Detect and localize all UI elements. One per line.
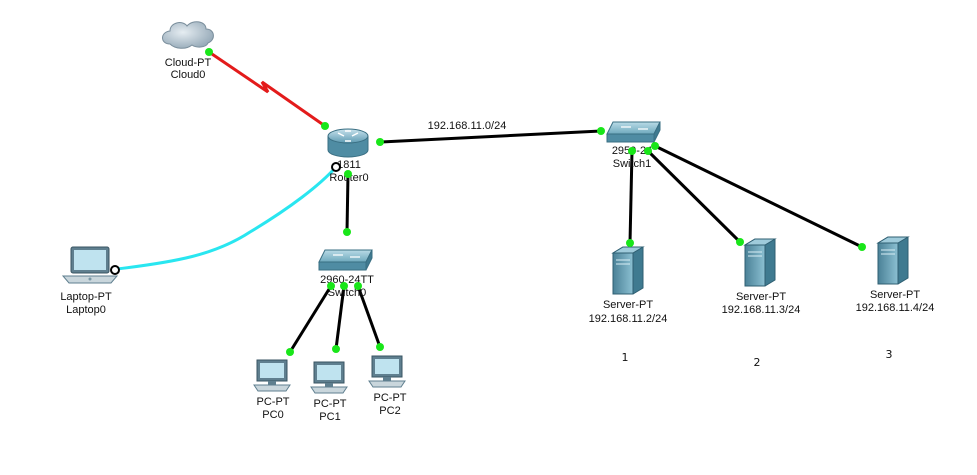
port-up-dot (628, 147, 636, 155)
ethernet-link-router-switch1[interactable] (379, 129, 602, 144)
device-ip-label: 192.168.11.3/24 (722, 304, 801, 316)
link-label-network: 192.168.11.0/24 (428, 120, 507, 132)
device-router0[interactable]: 1811 Router0 (327, 128, 369, 184)
port-up-dot (597, 127, 605, 135)
port-up-dot (321, 122, 329, 130)
switch-icon (606, 121, 661, 143)
links-layer (116, 50, 863, 353)
port-up-dot (343, 228, 351, 236)
port-up-dot (644, 147, 652, 155)
port-up-dot (286, 348, 294, 356)
device-name-label: Laptop0 (66, 304, 106, 316)
device-pc0[interactable]: PC-PT PC0 (253, 359, 291, 421)
ethernet-link-switch0-pc2[interactable] (356, 285, 382, 348)
port-up-dot (327, 282, 335, 290)
port-up-dot (736, 238, 744, 246)
port-up-dot (340, 282, 348, 290)
ethernet-link-router-switch0[interactable] (345, 173, 350, 233)
device-type-label: PC-PT (257, 396, 290, 408)
device-name-label: Switch1 (613, 158, 652, 170)
device-name-label: Router0 (329, 172, 368, 184)
device-name-label: PC2 (379, 405, 400, 417)
port-up-dot (344, 170, 352, 178)
device-name-label: PC1 (319, 411, 340, 423)
console-port-icon (331, 162, 341, 172)
port-up-dot (651, 142, 659, 150)
device-type-label: PC-PT (374, 392, 407, 404)
ethernet-link-switch1-server2[interactable] (646, 149, 742, 244)
device-type-label: 1811 (337, 159, 361, 171)
port-up-dot (376, 138, 384, 146)
device-type-label: Laptop-PT (60, 291, 112, 303)
device-type-label: Server-PT (736, 291, 786, 303)
port-up-dot (354, 282, 362, 290)
cloud-icon (162, 21, 214, 49)
device-server-2[interactable]: Server-PT 192.168.11.3/24 (722, 238, 801, 316)
device-name-label: Cloud0 (171, 69, 206, 81)
ethernet-link-switch0-pc1[interactable] (334, 285, 346, 350)
port-up-dot (626, 239, 634, 247)
device-name-label: PC0 (262, 409, 283, 421)
device-type-label: Cloud-PT (165, 57, 212, 69)
device-ip-label: 192.168.11.2/24 (589, 313, 668, 325)
device-type-label: Server-PT (603, 299, 653, 311)
annotation-number-2: 2 (754, 356, 761, 369)
device-cloud0[interactable]: Cloud-PT Cloud0 (162, 21, 214, 81)
ethernet-link-switch0-pc0[interactable] (288, 285, 333, 353)
laptop-icon (61, 246, 119, 284)
ethernet-link-switch1-server3[interactable] (654, 144, 863, 249)
ethernet-link-switch1-server1[interactable] (628, 150, 634, 244)
port-up-dot (332, 345, 340, 353)
port-up-dot (376, 343, 384, 351)
switch-icon (318, 249, 373, 271)
port-status-layer (205, 48, 866, 356)
device-server-1[interactable]: Server-PT 192.168.11.2/24 (589, 246, 668, 325)
device-name-label: Switch0 (328, 287, 367, 299)
console-port-icon (110, 265, 120, 275)
annotation-number-1: 1 (622, 351, 629, 364)
device-switch0[interactable]: 2960-24TT Switch0 (318, 249, 374, 299)
device-type-label: PC-PT (314, 398, 347, 410)
device-pc1[interactable]: PC-PT PC1 (310, 361, 348, 423)
device-pc2[interactable]: PC-PT PC2 (368, 355, 407, 417)
port-up-dot (205, 48, 213, 56)
device-ip-label: 192.168.11.4/24 (856, 302, 935, 314)
pc-icon (368, 355, 406, 388)
port-up-dot (858, 243, 866, 251)
server-icon (743, 238, 777, 287)
pc-icon (310, 361, 348, 394)
router-icon (327, 128, 369, 158)
server-icon (611, 246, 645, 295)
console-link-laptop-router[interactable] (116, 166, 338, 271)
device-type-label: Server-PT (870, 289, 920, 301)
device-laptop0[interactable]: Laptop-PT Laptop0 (60, 246, 120, 316)
serial-link-cloud-router[interactable] (208, 50, 326, 128)
server-icon (876, 236, 910, 285)
annotation-number-3: 3 (886, 348, 893, 361)
pc-icon (253, 359, 291, 392)
device-server-3[interactable]: Server-PT 192.168.11.4/24 (856, 236, 935, 314)
